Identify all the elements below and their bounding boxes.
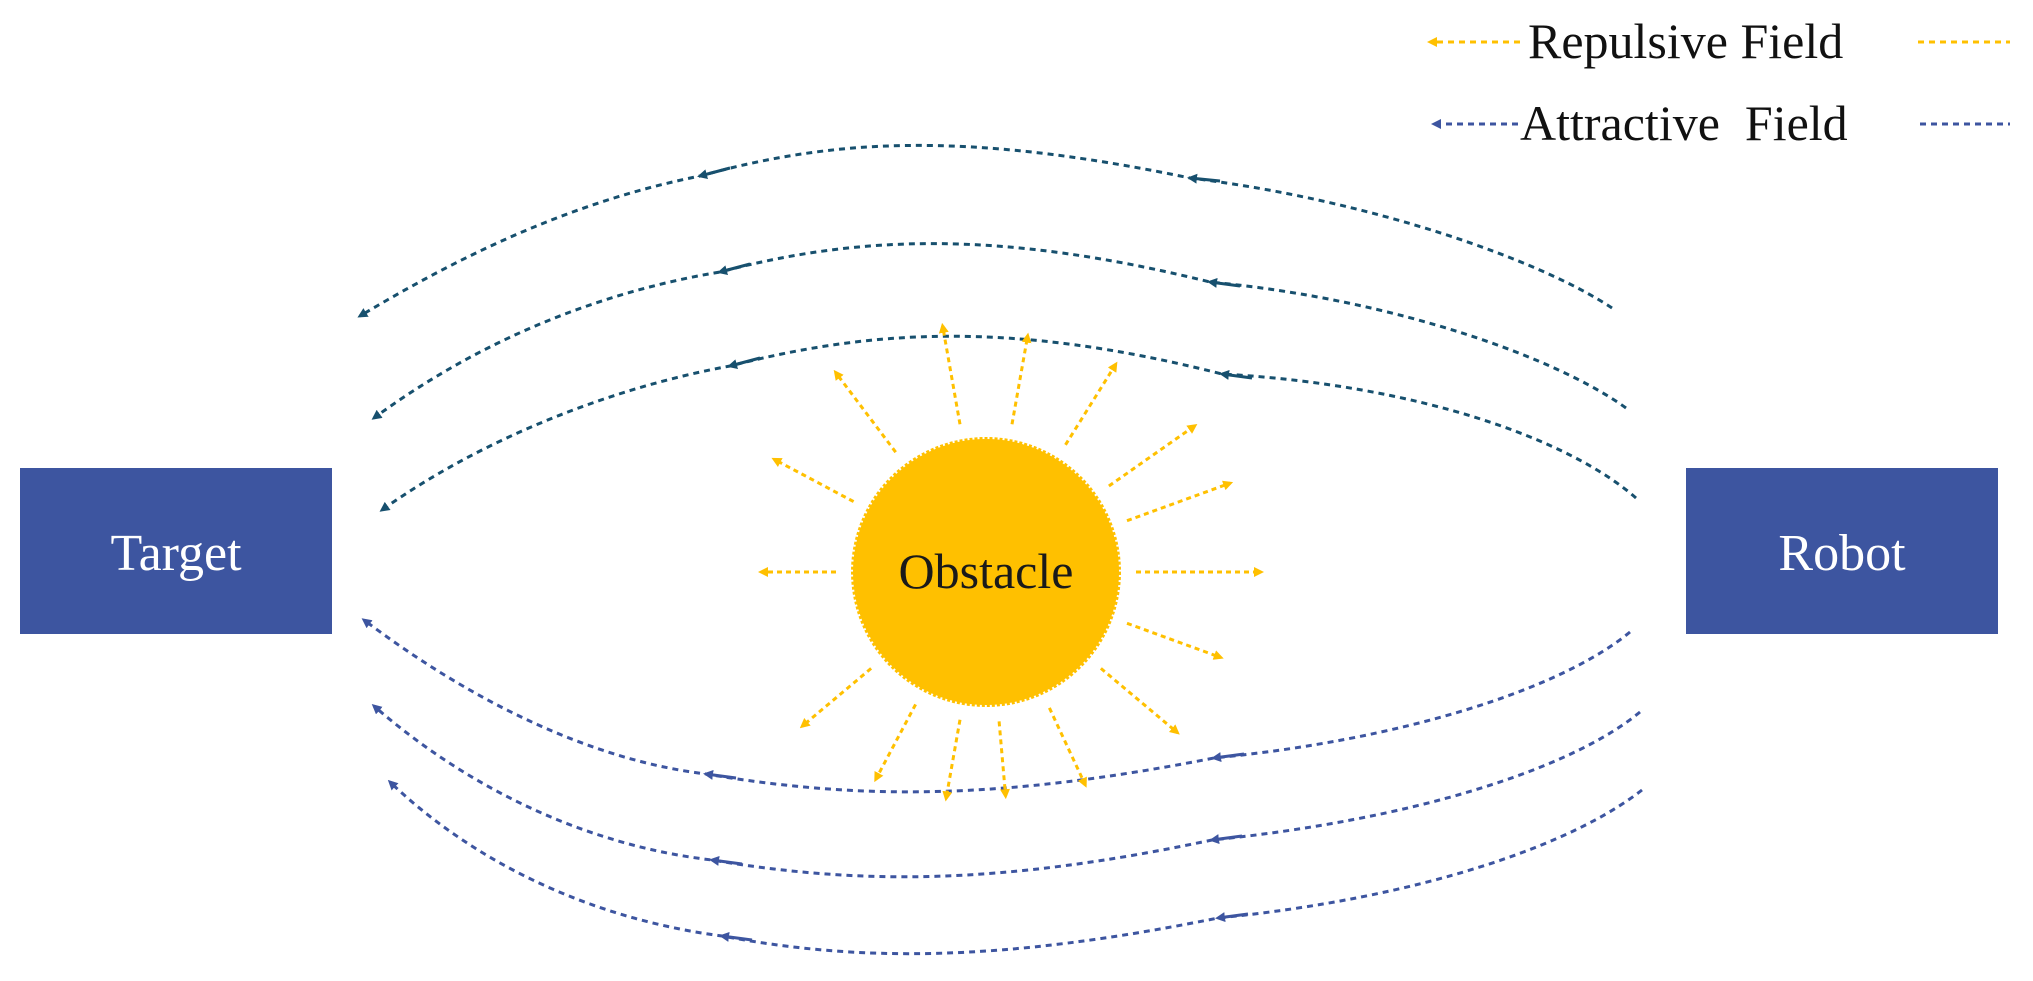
legend: Repulsive Field Attractive Field bbox=[1427, 13, 2010, 151]
legend-repulsive-label: Repulsive Field bbox=[1528, 13, 1843, 69]
repulsive-ray-7 bbox=[1126, 621, 1224, 660]
attractive-midarrow-upper-3a bbox=[1219, 369, 1253, 380]
repulsive-ray-1 bbox=[938, 322, 962, 425]
attractive-midarrow-lower-3a bbox=[1215, 912, 1249, 923]
attractive-line-upper-3 bbox=[379, 334, 1637, 512]
attractive-line-lower-2 bbox=[371, 704, 1641, 879]
attractive-midarrow-upper-1b bbox=[697, 166, 731, 180]
repulsive-ray-3 bbox=[1064, 361, 1118, 446]
attractive-line-upper-2 bbox=[371, 242, 1627, 420]
repulsive-ray-4 bbox=[1108, 423, 1198, 488]
repulsive-field bbox=[758, 322, 1264, 802]
legend-repulsive: Repulsive Field bbox=[1427, 13, 2010, 69]
attractive-field-upper bbox=[357, 143, 1637, 512]
attractive-midarrow-upper-1a bbox=[1187, 173, 1221, 184]
attractive-midarrow-lower-2a bbox=[1209, 834, 1243, 845]
robot-box bbox=[1686, 468, 1998, 634]
attractive-field-lower bbox=[361, 618, 1643, 956]
repulsive-ray-10 bbox=[997, 721, 1010, 800]
obstacle-node: Obstacle bbox=[851, 437, 1121, 707]
attractive-midarrow-upper-3b bbox=[727, 356, 761, 370]
attractive-midarrow-lower-2b bbox=[709, 855, 743, 866]
attractive-line-upper-1 bbox=[357, 143, 1613, 318]
legend-attractive: Attractive Field bbox=[1431, 95, 2010, 151]
obstacle-label: Obstacle bbox=[899, 543, 1074, 599]
repulsive-ray-11 bbox=[942, 719, 962, 802]
legend-attractive-label: Attractive Field bbox=[1520, 95, 1848, 151]
repulsive-ray-13 bbox=[799, 667, 873, 729]
attractive-midarrow-lower-3b bbox=[719, 931, 753, 942]
target-node: Target bbox=[20, 468, 332, 634]
attractive-midarrow-upper-2a bbox=[1207, 277, 1241, 288]
repulsive-ray-15 bbox=[771, 457, 855, 503]
repulsive-ray-16 bbox=[833, 369, 897, 454]
repulsive-ray-2 bbox=[1010, 332, 1032, 425]
attractive-midarrow-lower-1a bbox=[1211, 752, 1245, 763]
attractive-line-lower-3 bbox=[387, 779, 1643, 956]
robot-label: Robot bbox=[1778, 525, 1906, 582]
target-box bbox=[20, 468, 332, 634]
repulsive-ray-5 bbox=[1126, 480, 1234, 523]
attractive-line-lower-1 bbox=[361, 618, 1631, 794]
attractive-midarrow-lower-1b bbox=[703, 769, 737, 780]
attractive-midarrow-upper-2b bbox=[717, 262, 751, 276]
obstacle-circle bbox=[851, 437, 1121, 707]
repulsive-ray-12 bbox=[874, 703, 917, 783]
repulsive-ray-8 bbox=[1099, 667, 1180, 735]
repulsive-ray-9 bbox=[1048, 707, 1087, 788]
target-label: Target bbox=[110, 525, 242, 582]
robot-node: Robot bbox=[1686, 468, 1998, 634]
